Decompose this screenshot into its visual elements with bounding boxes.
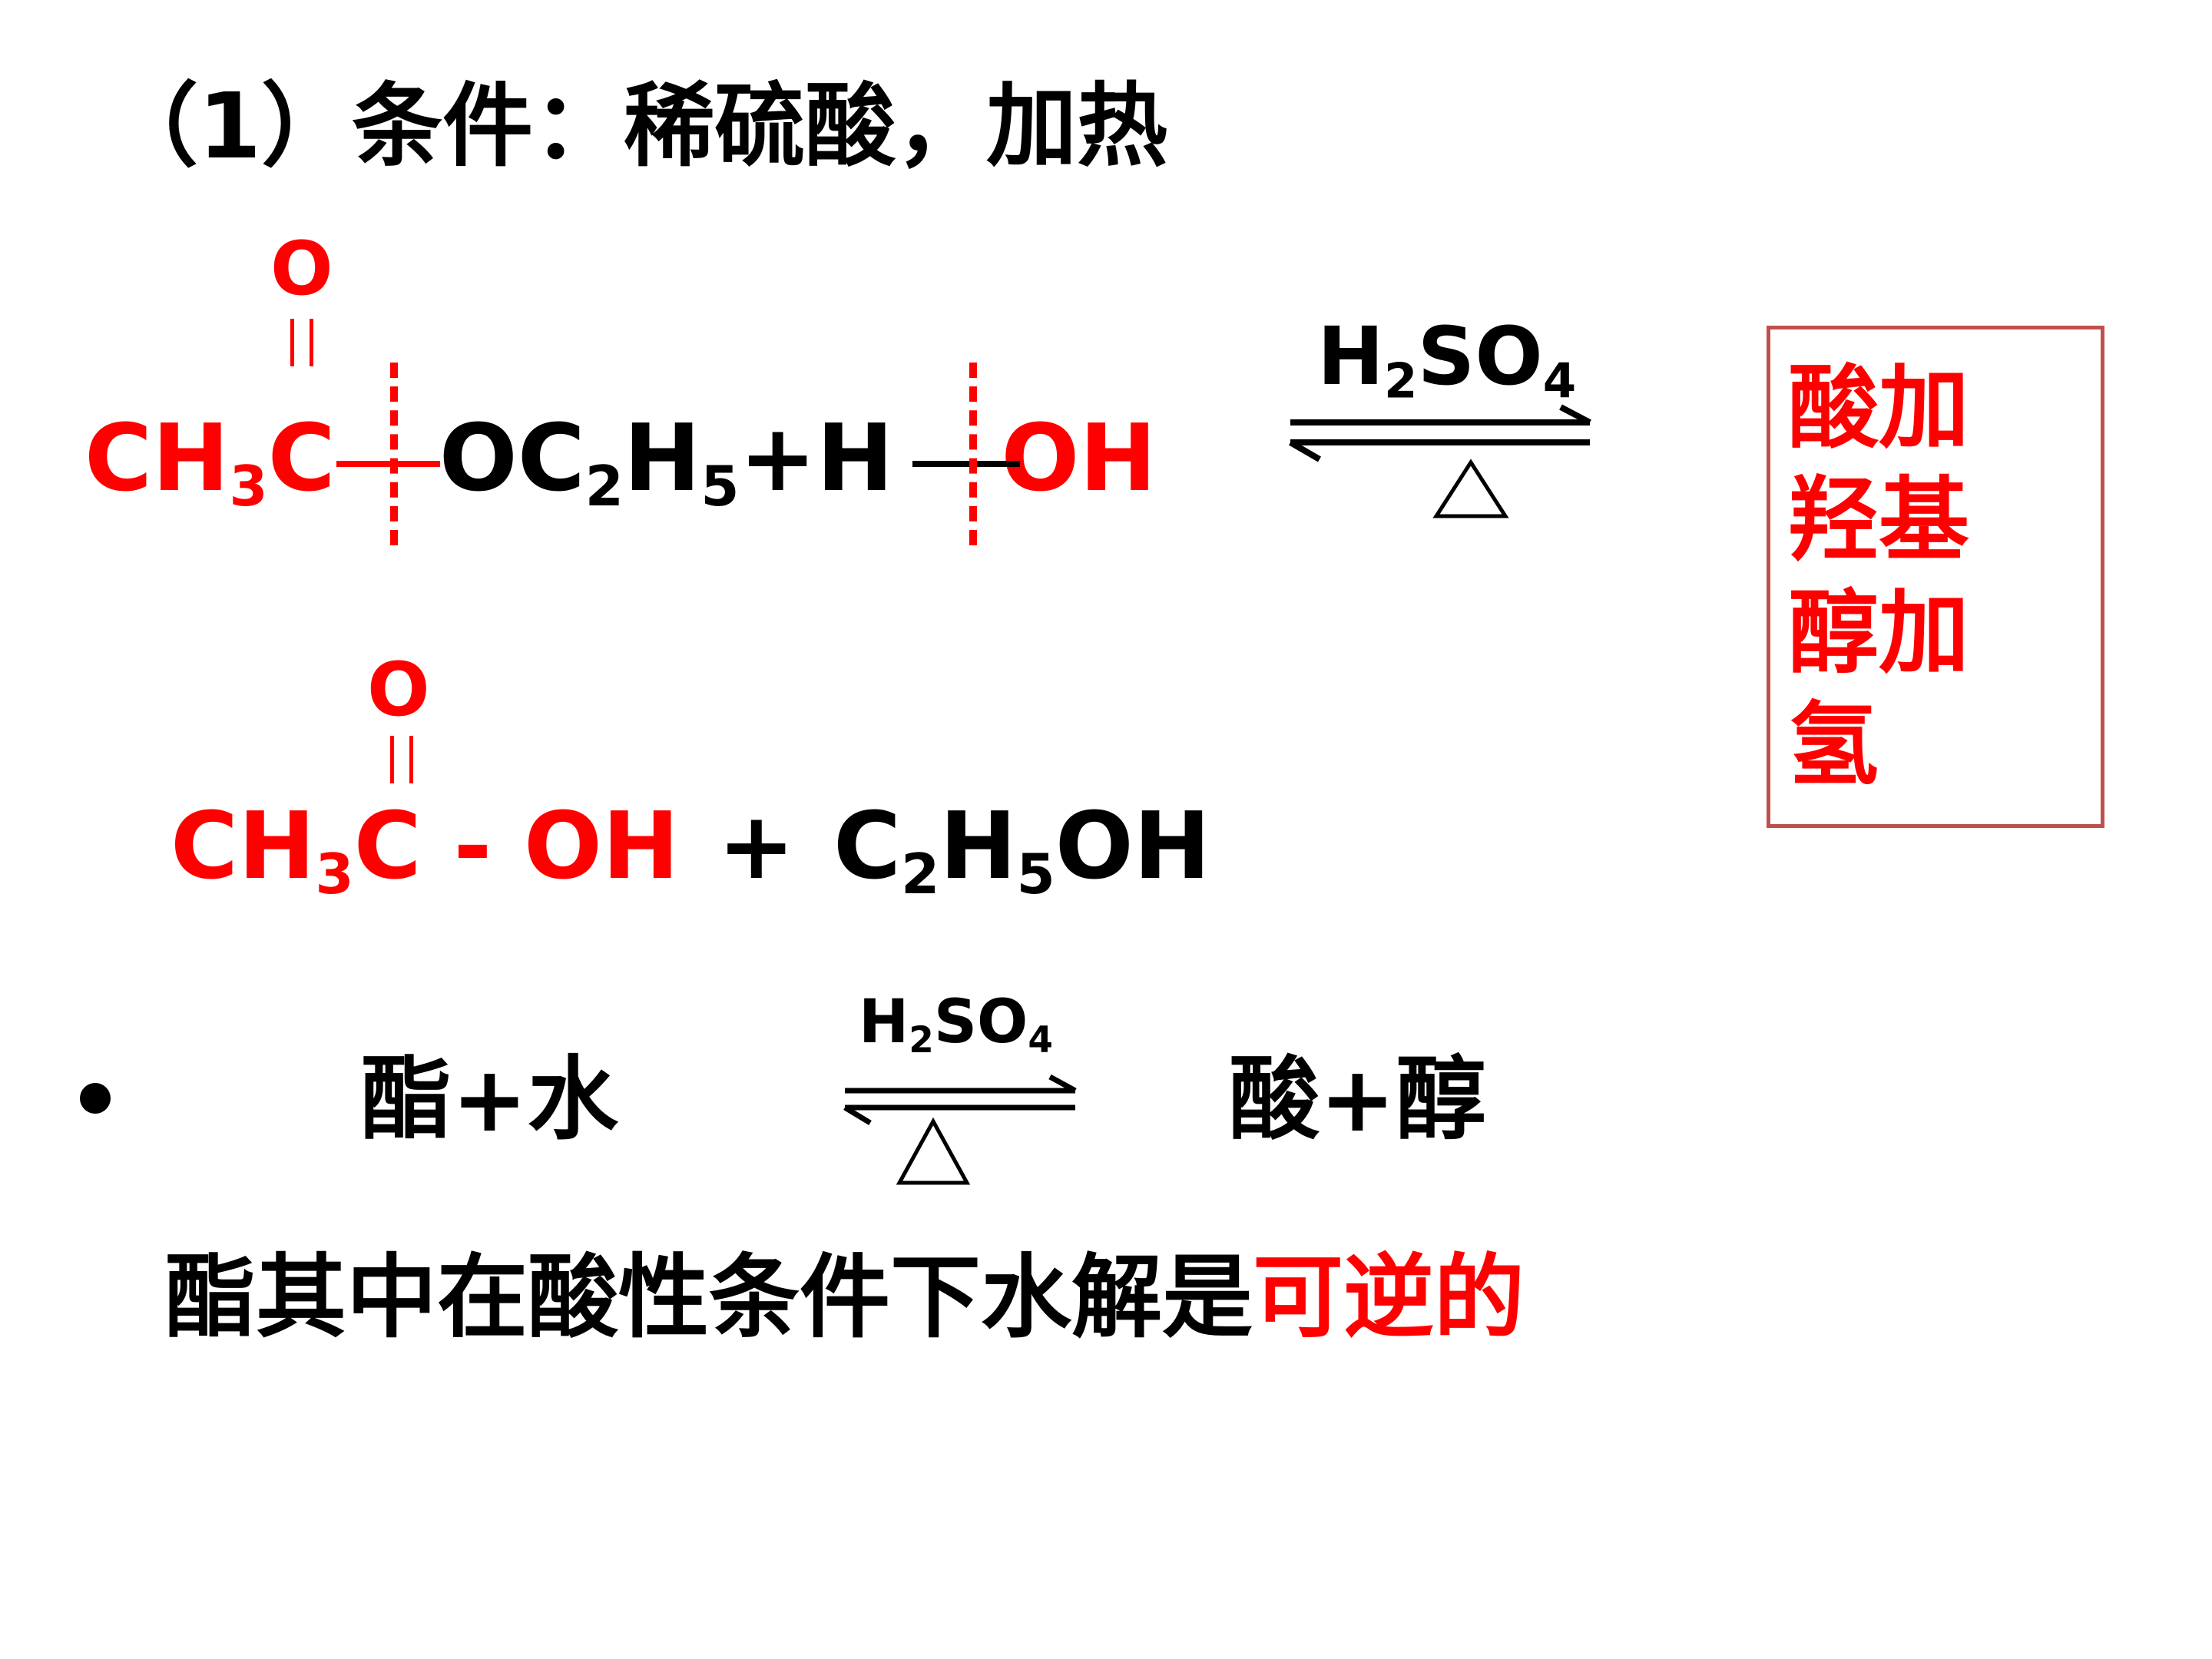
mnemonic-line-2: 羟基 [1788, 467, 1970, 574]
acyl-bond [336, 461, 440, 467]
water-hydroxyl: OH [1001, 406, 1157, 512]
carbonyl-oxygen-1: O [270, 226, 333, 312]
ester-plus-water: 酯+水 [361, 1046, 618, 1152]
ethanol: C2H5OH [833, 793, 1211, 907]
mnemonic-line-4: 氢 [1788, 691, 1879, 798]
mnemonic-text: 酸加 羟基 醇加 氢 [1788, 352, 1969, 801]
plus-sign: + [739, 406, 816, 512]
mnemonic-line-3: 醇加 [1788, 579, 1970, 686]
mnemonic-box [1767, 326, 2104, 828]
plus-sign-2: + [717, 793, 796, 900]
products-equation: CH3C - OH+C2H5OH [171, 801, 1210, 902]
reversible-arrow-2 [843, 1074, 1077, 1185]
catalyst-label-2: H2SO4 [859, 988, 1053, 1062]
double-bond-1 [290, 319, 313, 366]
catalyst-label-1: H2SO4 [1317, 310, 1577, 409]
acetic-acid: CH3C - OH [171, 793, 680, 907]
acid-plus-alcohol: 酸+醇 [1229, 1046, 1486, 1152]
ethoxy-group: OC2H5 [439, 406, 740, 519]
cleavage-line-water [969, 363, 977, 545]
acyl-group: CH3C [84, 406, 336, 519]
cleavage-line-ester [390, 363, 398, 545]
slide-title: （1）条件：稀硫酸，加热 [108, 73, 1168, 179]
conclusion-highlight: 可逆的 [1253, 1244, 1525, 1350]
bullet-point [80, 1083, 111, 1114]
conclusion-text: 酯其中在酸性条件下水解是可逆的 [165, 1252, 1525, 1343]
conclusion-normal: 酯其中在酸性条件下水解是 [165, 1244, 1253, 1350]
double-bond-2 [390, 736, 413, 783]
water-bond [912, 461, 1020, 467]
reversible-arrow-1 [1288, 404, 1591, 518]
mnemonic-line-1: 酸加 [1788, 355, 1970, 461]
water-hydrogen: H [816, 406, 894, 512]
carbonyl-oxygen-2: O [367, 647, 430, 733]
